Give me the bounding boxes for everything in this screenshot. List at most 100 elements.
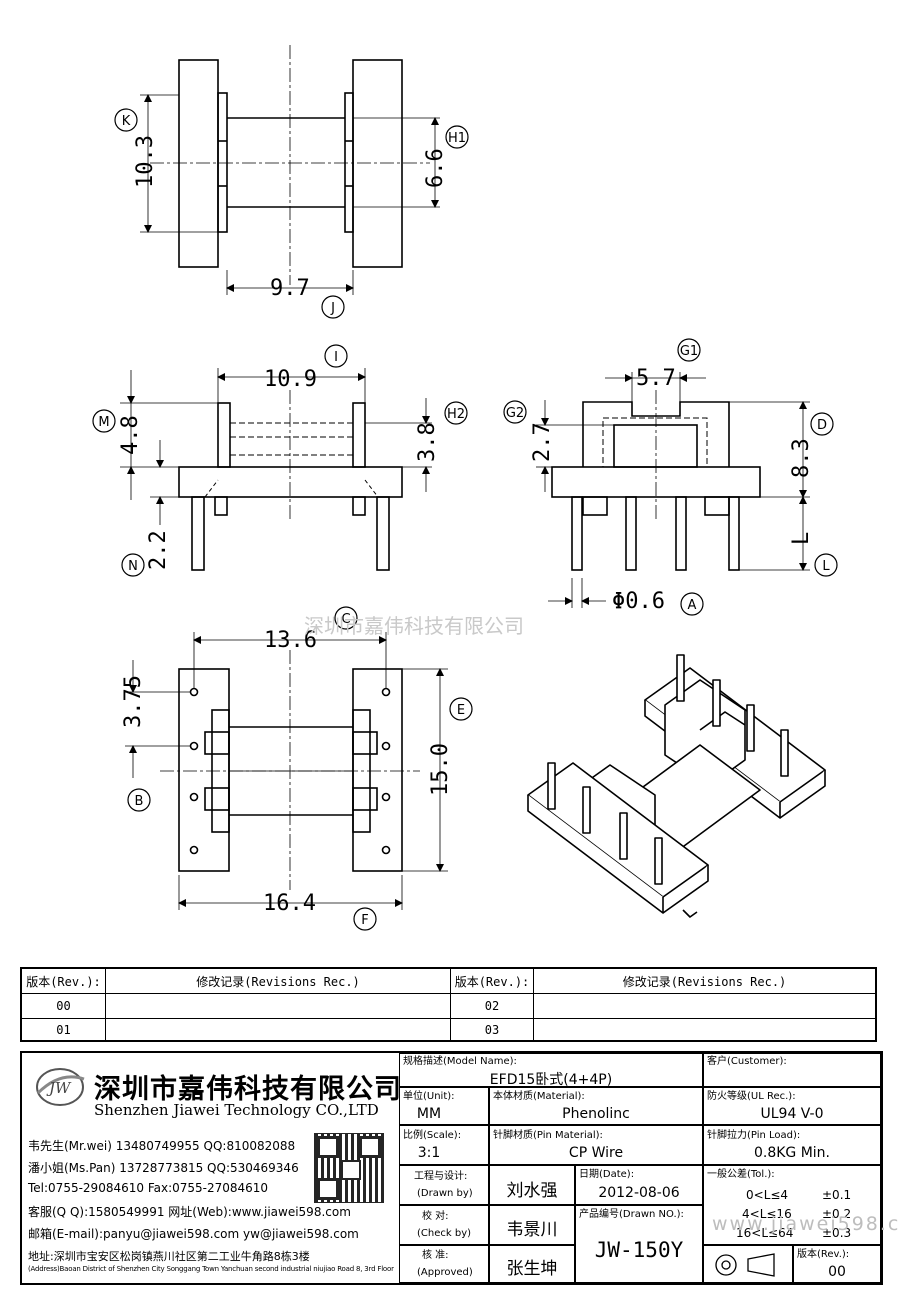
date-value: 2012-08-06 (598, 1185, 680, 1201)
unit-value: MM (416, 1106, 442, 1122)
reference-circles (92, 108, 838, 931)
scale-label: 比例(Scale): (403, 1130, 462, 1141)
contact-email: 邮箱(E-mail):panyu@jiawei598.com yw@jiawei… (28, 1227, 359, 1241)
side-view (536, 372, 810, 608)
ref-H2: H2 (447, 407, 465, 422)
dim-J: 9.7 (270, 276, 310, 301)
contact-qq-web: 客服(Q Q):1580549991 网址(Web):www.jiawei598… (28, 1205, 351, 1219)
pin-load-value: 0.8KG Min. (753, 1145, 831, 1161)
rev-row-01: 01 (22, 1019, 106, 1040)
rev-row-00: 00 (22, 994, 106, 1019)
dim-K: 10.3 (133, 135, 158, 188)
dim-H1: 6.6 (423, 148, 448, 188)
tol-value-1: ±0.1 (822, 1188, 852, 1202)
material-label: 本体材质(Material): (493, 1091, 585, 1102)
model-value: EFD15卧式(4+4P) (489, 1072, 613, 1088)
model-label: 规格描述(Model Name): (403, 1056, 517, 1067)
ref-G1: G1 (680, 344, 698, 359)
ref-M: M (98, 415, 109, 430)
dim-F: 16.4 (263, 891, 316, 916)
customer-label: 客户(Customer): (707, 1056, 787, 1067)
bottom-view (125, 632, 448, 910)
contact-wei: 韦先生(Mr.wei) 13480749955 QQ:810082088 (28, 1139, 296, 1153)
ul-label: 防火等级(UL Rec.): (707, 1091, 796, 1102)
dim-G2: 2.7 (530, 422, 555, 462)
approved-label: 核 准: (422, 1250, 449, 1261)
drawn-label-en: (Drawn by) (417, 1188, 473, 1199)
rec-row-01 (106, 1019, 451, 1040)
tol-label: 一般公差(Tol.): (707, 1169, 775, 1180)
ref-I: I (334, 350, 338, 365)
watermark: 深圳市嘉伟科技有限公司 (304, 614, 524, 638)
ref-E: E (457, 703, 465, 718)
drawn-no-value: JW-150Y (594, 1238, 684, 1262)
watermark-url: www.jiawei598.com (712, 1213, 900, 1235)
rec-header-right: 修改记录(Revisions Rec.) (534, 969, 875, 994)
ref-K: K (122, 114, 131, 129)
rev-label: 版本(Rev.): (797, 1249, 850, 1260)
jw-logo-icon: JW (36, 1068, 85, 1106)
tol-range-2: 4<L≤16 (742, 1207, 792, 1221)
rev-row-02: 02 (451, 994, 534, 1019)
contact-tel-fax: Tel:0755-29084610 Fax:0755-27084610 (28, 1181, 269, 1195)
rev-row-03: 03 (451, 1019, 534, 1040)
company-name-en: Shenzhen Jiawei Technology CO.,LTD (94, 1101, 379, 1119)
ref-L: L (822, 559, 830, 574)
ref-B: B (135, 794, 144, 809)
dim-H2: 3.8 (415, 422, 440, 462)
pin-material-value: CP Wire (568, 1145, 624, 1161)
ref-A: A (688, 598, 697, 613)
ref-F: F (361, 913, 368, 928)
dim-L: L (789, 532, 814, 545)
rev-header-right: 版本(Rev.): (451, 969, 534, 994)
check-label: 校 对: (422, 1211, 449, 1222)
tol-range-3: 16<L≤64 (736, 1226, 794, 1240)
top-view (140, 45, 440, 295)
ul-value: UL94 V-0 (760, 1106, 824, 1122)
front-view (120, 368, 432, 571)
rec-row-00 (106, 994, 451, 1019)
rec-row-03 (534, 1019, 875, 1040)
tol-range-1: 0<L≤4 (746, 1188, 789, 1202)
scale-value: 3:1 (417, 1145, 441, 1161)
dim-C: 13.6 (264, 628, 317, 653)
check-label-en: (Check by) (417, 1228, 472, 1239)
ref-J: J (330, 301, 335, 316)
logo-text: JW (46, 1079, 72, 1097)
tol-value-2: ±0.2 (822, 1207, 852, 1221)
date-label: 日期(Date): (579, 1169, 635, 1180)
address-cn: 地址:深圳市宝安区松岗镇燕川社区第二工业牛角路8栋3楼 (28, 1250, 310, 1263)
rev-header-left: 版本(Rev.): (22, 969, 106, 994)
company-name-cn: 深圳市嘉伟科技有限公司 (94, 1074, 402, 1105)
revision-table: 版本(Rev.): 修改记录(Revisions Rec.) 版本(Rev.):… (20, 967, 877, 1042)
ref-C: C (341, 612, 350, 627)
dim-375: 3.75 (121, 675, 146, 728)
dim-D: 8.3 (789, 438, 814, 478)
material-value: Phenolinc (562, 1106, 630, 1122)
ref-N: N (128, 559, 138, 574)
rev-value: 00 (828, 1264, 846, 1280)
address-en: (Address)Baoan District of Shenzhen City… (28, 1265, 394, 1273)
contact-pan: 潘小姐(Ms.Pan) 13728773815 QQ:530469346 (28, 1161, 299, 1175)
check-value: 韦景川 (506, 1220, 558, 1240)
technical-drawing: 10.3 6.6 9.7 10.9 4.8 3.8 2.2 (92, 45, 838, 931)
drawn-label: 工程与设计: (414, 1171, 468, 1182)
pin-load-label: 针脚拉力(Pin Load): (707, 1130, 801, 1141)
projection-symbol-icon (715, 1253, 775, 1277)
dim-A: Φ0.6 (612, 589, 665, 614)
dim-G1: 5.7 (636, 366, 676, 391)
reference-letters: K H1 J I M H2 N G1 G2 D L A C E B F (98, 114, 830, 928)
unit-label: 单位(Unit): (403, 1091, 455, 1102)
company-logo: JW (34, 1065, 86, 1109)
drawn-value: 刘水强 (506, 1181, 558, 1201)
tol-value-3: ±0.3 (822, 1226, 852, 1240)
rec-header-left: 修改记录(Revisions Rec.) (106, 969, 451, 994)
ref-G2: G2 (506, 406, 524, 421)
approved-label-en: (Approved) (417, 1267, 473, 1278)
title-block: JW 深圳市嘉伟科技有限公司 Shenzhen Jiawei Technolog… (20, 1051, 900, 1285)
dim-M: 4.8 (118, 415, 143, 455)
pin-material-label: 针脚材质(Pin Material): (493, 1130, 603, 1141)
dim-E: 15.0 (428, 743, 453, 796)
ref-D: D (817, 418, 827, 433)
qr-code (314, 1133, 384, 1203)
